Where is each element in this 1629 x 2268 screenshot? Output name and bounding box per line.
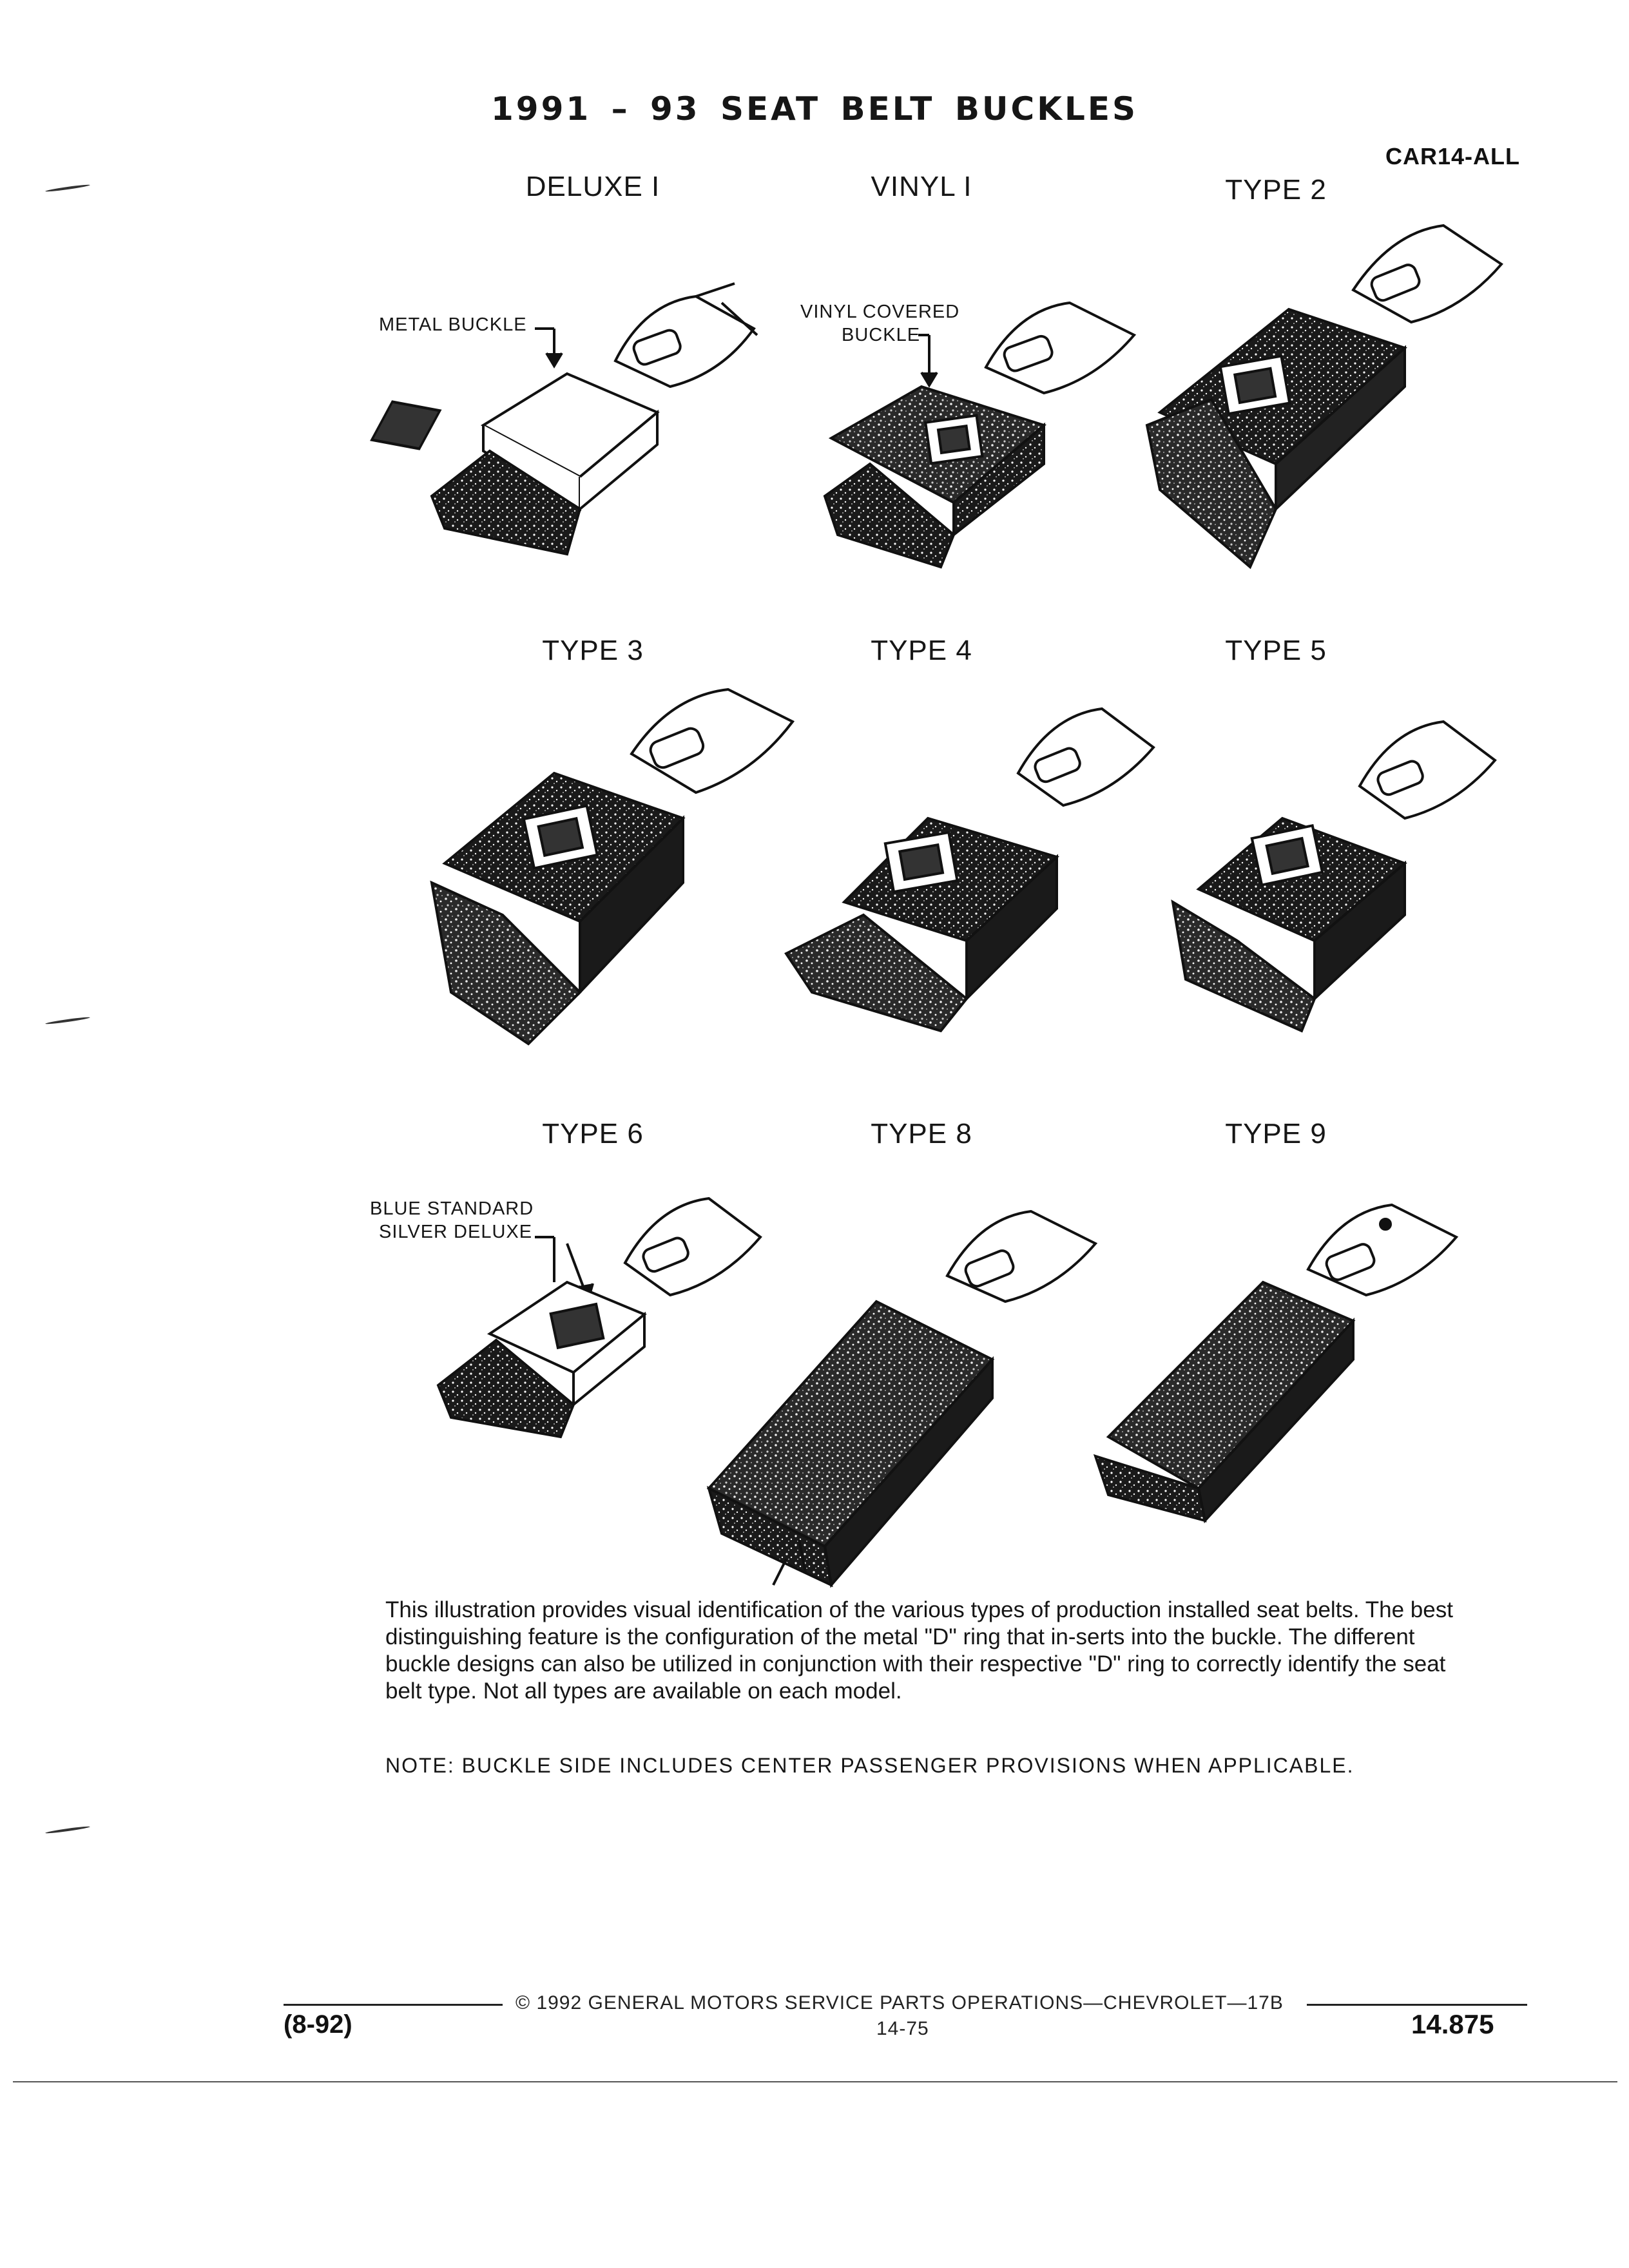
copyright-line: © 1992 GENERAL MOTORS SERVICE PARTS OPER… <box>516 1992 1284 2013</box>
buckle-label: DELUXE I <box>525 171 660 202</box>
revision-date: (8-92) <box>284 2010 352 2039</box>
note: NOTE: BUCKLE SIDE INCLUDES CENTER PASSEN… <box>385 1754 1354 1777</box>
silver-deluxe-callout: SILVER DELUXE <box>379 1222 533 1242</box>
page-title: 1991 – 93 SEAT BELT BUCKLES <box>491 90 1138 128</box>
buckle-label: TYPE 6 <box>542 1118 644 1149</box>
metal-buckle-callout: METAL BUCKLE <box>379 314 527 335</box>
type-2-illustration <box>1145 224 1503 570</box>
vinyl-covered-callout-line2: BUCKLE <box>842 325 921 345</box>
type-6-illustration <box>436 1196 762 1439</box>
buckle-label: TYPE 2 <box>1225 174 1327 206</box>
buckle-label: VINYL I <box>871 171 972 202</box>
type-4-illustration <box>784 707 1155 1033</box>
type-3-illustration <box>430 687 795 1046</box>
type-8-illustration <box>706 1209 1098 1588</box>
page-reference: 14-75 <box>876 2018 929 2039</box>
catalog-code: CAR14-ALL <box>1385 143 1521 169</box>
description-paragraph: This illustration provides visual identi… <box>385 1597 1453 1704</box>
type-9-illustration <box>1093 1203 1459 1524</box>
vinyl-i-illustration <box>823 301 1137 569</box>
buckle-label: TYPE 9 <box>1225 1118 1327 1149</box>
buckle-label: TYPE 4 <box>871 635 972 666</box>
type-5-illustration <box>1171 720 1497 1033</box>
buckle-label: TYPE 3 <box>542 635 644 666</box>
footer-rule-right <box>1307 2004 1527 2006</box>
blue-standard-callout: BLUE STANDARD <box>370 1198 534 1219</box>
deluxe-i-illustration <box>370 282 758 556</box>
bottom-rule <box>13 2081 1617 2082</box>
footer-rule-left <box>284 2004 503 2006</box>
vinyl-covered-callout-line1: VINYL COVERED <box>800 302 960 322</box>
buckle-label: TYPE 8 <box>871 1118 972 1149</box>
buckle-label: TYPE 5 <box>1225 635 1327 666</box>
page-number: 14.875 <box>1411 2009 1494 2039</box>
